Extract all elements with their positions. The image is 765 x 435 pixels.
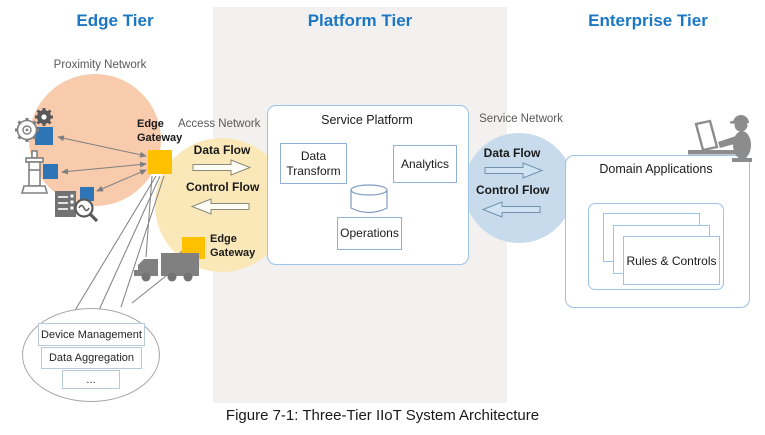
figure-caption: Figure 7-1: Three-Tier IIoT System Archi…: [225, 407, 540, 424]
service-data-flow-arrow: [484, 162, 544, 179]
service-control-flow-arrow: [481, 201, 541, 218]
platform-tier-title: Platform Tier: [307, 11, 413, 30]
edge-tier-title: Edge Tier: [76, 11, 154, 30]
data-transform-label: Data Transform: [286, 148, 341, 178]
service-network-circle: [464, 133, 574, 243]
access-control-flow-arrow: [190, 198, 250, 215]
access-control-flow-label: Control Flow: [186, 180, 260, 194]
actuator-icon: [20, 150, 49, 194]
person-laptop-icon: [688, 115, 752, 162]
list-item: ...: [62, 370, 120, 389]
truck-icon: [134, 253, 199, 282]
device-node: [35, 127, 53, 145]
rules-controls-label: Rules & Controls: [626, 253, 717, 268]
operations-label: Operations: [340, 226, 399, 240]
analytics-box: Analytics: [393, 145, 457, 183]
access-data-flow-arrow: [192, 159, 252, 176]
service-control-flow-label: Control Flow: [476, 183, 550, 197]
device-management-label: Device Management: [41, 328, 142, 341]
device-node: [80, 187, 94, 201]
data-aggregation-label: Data Aggregation: [48, 352, 134, 364]
analytics-label: Analytics: [400, 156, 450, 171]
domain-applications-title: Domain Applications: [599, 162, 713, 176]
access-data-flow-label: Data Flow: [193, 143, 251, 157]
edge-gateway-top-label: Edge Gateway: [137, 118, 183, 145]
database-cylinder-icon: [350, 184, 388, 214]
edge-gateway-bottom-label: Edge Gateway: [210, 233, 256, 260]
service-data-flow-label: Data Flow: [483, 146, 541, 160]
access-network-label: Access Network: [178, 118, 261, 130]
sensor-analysis-icon: [55, 191, 99, 223]
service-network-label: Service Network: [479, 113, 563, 125]
ellipsis-label: ...: [86, 373, 96, 386]
service-platform-title: Service Platform: [321, 113, 413, 127]
proximity-network-label: Proximity Network: [53, 59, 147, 71]
device-node: [43, 164, 58, 179]
gears-icon: [15, 108, 53, 142]
rules-controls-card: Rules & Controls: [623, 236, 720, 285]
edge-gateway-top: [148, 150, 172, 174]
list-item: Device Management: [38, 323, 145, 346]
list-item: Data Aggregation: [41, 347, 142, 369]
enterprise-tier-title: Enterprise Tier: [588, 11, 708, 30]
operations-box: Operations: [337, 217, 402, 250]
data-transform-box: Data Transform: [280, 143, 347, 184]
